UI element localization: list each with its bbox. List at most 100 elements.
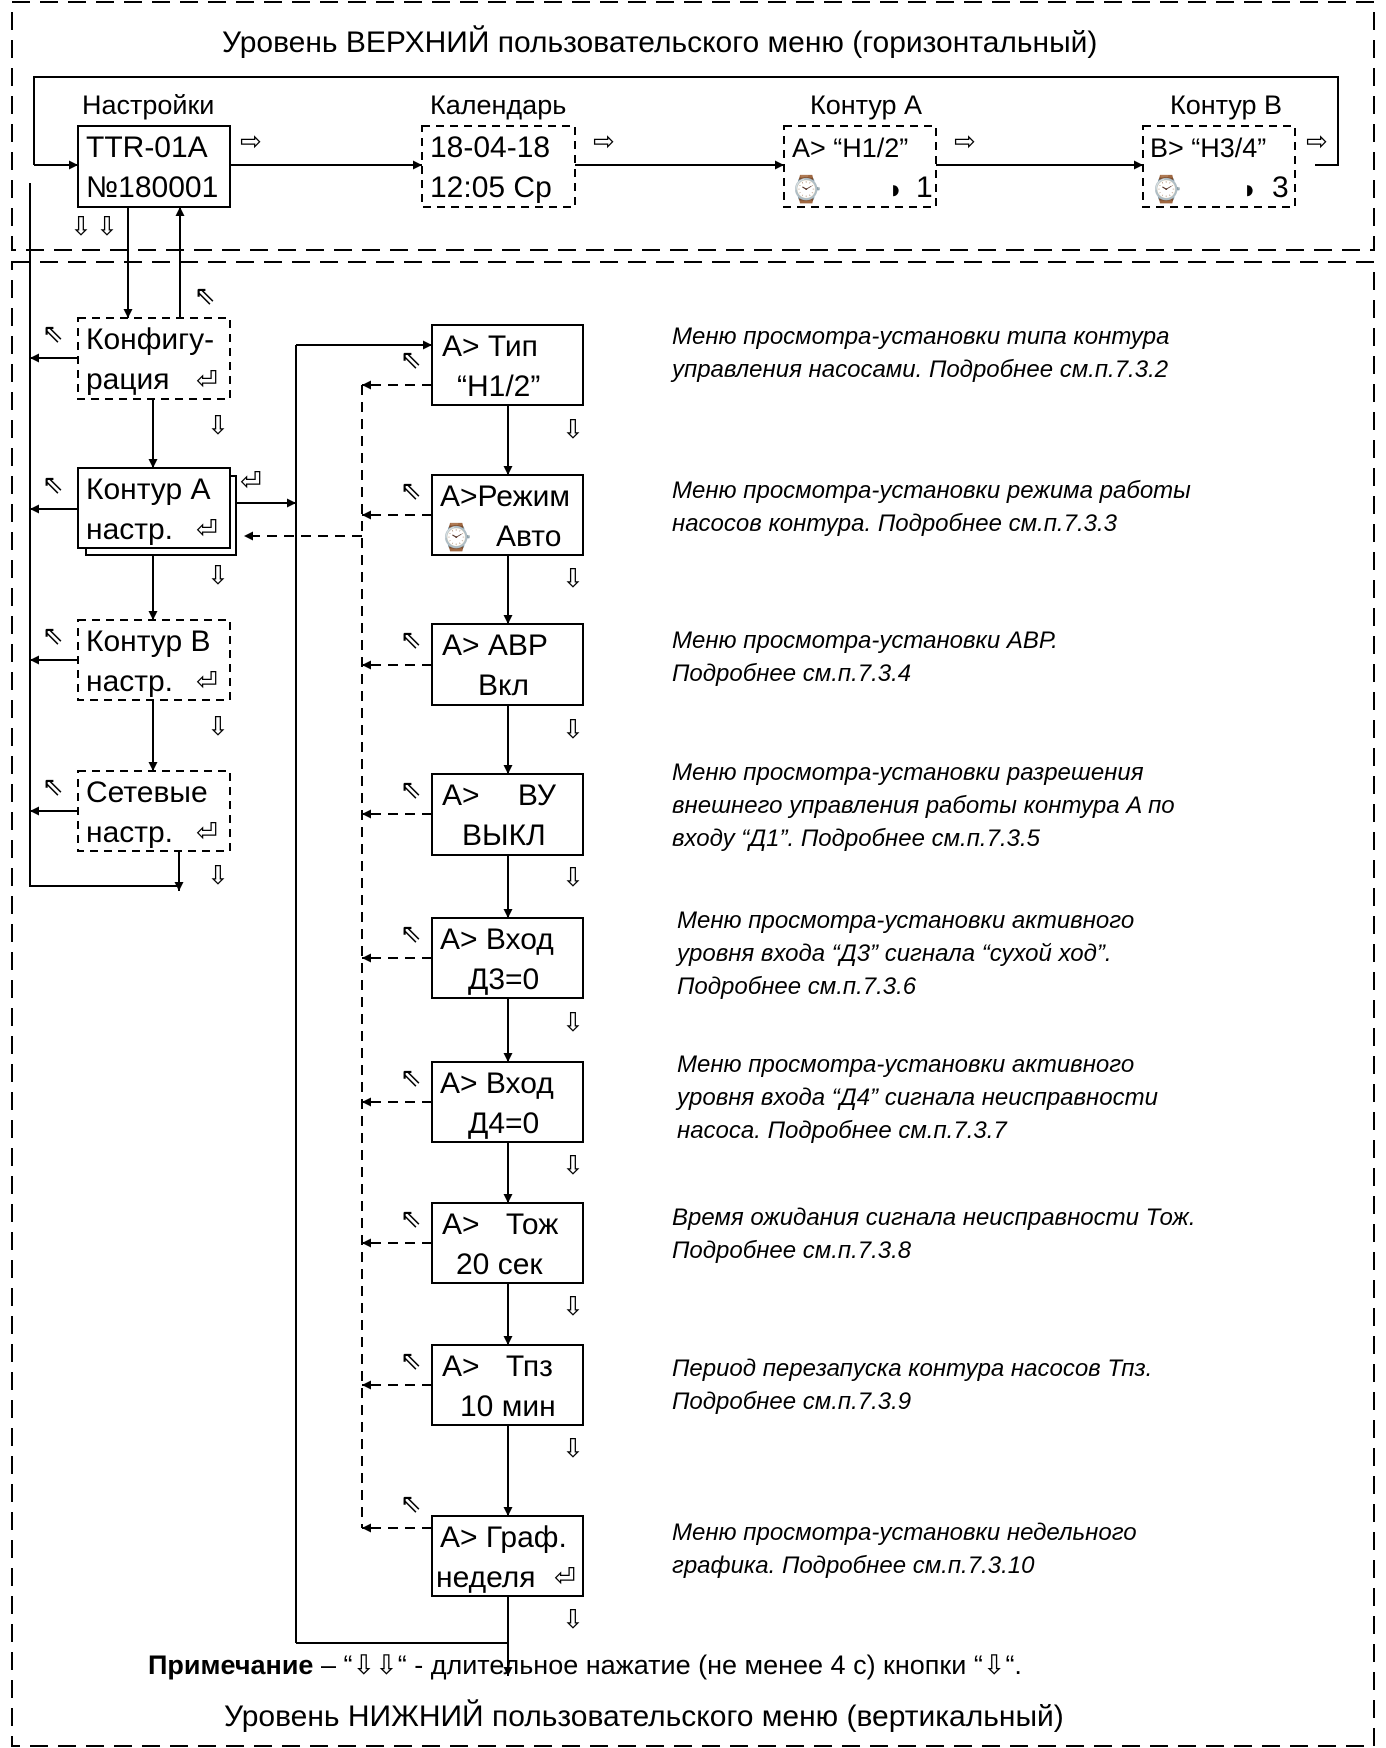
contour-a-label: Контур А — [810, 90, 923, 120]
back-arrow-icon: ⇖ — [400, 475, 422, 505]
lower-level-title: Уровень НИЖНИЙ пользовательского меню (в… — [224, 1700, 1064, 1733]
mode-line2[interactable]: Авто — [496, 520, 562, 553]
back-arrow-icon: ⇖ — [400, 624, 422, 654]
calendar-line1[interactable]: 18-04-18 — [430, 131, 551, 164]
footnote-label: Примечание — [148, 1650, 314, 1680]
down-arrow-icon: ⇩ — [562, 1433, 584, 1463]
back-arrow-icon: ⇖ — [42, 318, 64, 348]
schedule-line2[interactable]: неделя — [436, 1561, 536, 1594]
contour-b-box — [1142, 125, 1296, 208]
enter-icon: ⏎ — [554, 1562, 576, 1592]
down-arrow-icon: ⇩ — [352, 1650, 376, 1680]
tozh-line2[interactable]: 20 сек — [456, 1248, 543, 1281]
schedule-line1[interactable]: A> Граф. — [440, 1521, 567, 1554]
contour-b-settings-line1[interactable]: Контур В — [86, 625, 211, 658]
vu-line2[interactable]: ВЫКЛ — [462, 819, 546, 852]
right-arrow-icon: ⇨ — [593, 126, 615, 156]
footnote-text: – “ — [313, 1650, 353, 1680]
contour-a-settings-line1[interactable]: Контур А — [86, 473, 211, 506]
down-arrow-icon: ⇩ — [562, 414, 584, 444]
lower-level-frame — [11, 261, 1375, 1747]
down-arrow-icon: ⇩ — [207, 860, 229, 890]
right-arrow-icon: ⇨ — [954, 126, 976, 156]
back-arrow-icon: ⇖ — [400, 918, 422, 948]
enter-icon: ⏎ — [196, 817, 218, 847]
enter-icon: ⏎ — [196, 666, 218, 696]
down-arrow-icon: ⇩ — [375, 1650, 398, 1680]
back-arrow-icon: ⇖ — [400, 1062, 422, 1092]
back-arrow-icon: ⇖ — [194, 280, 216, 310]
input-d3-line1[interactable]: A> Вход — [440, 923, 554, 956]
calendar-box — [421, 125, 576, 208]
back-arrow-icon: ⇖ — [400, 774, 422, 804]
network-settings-line2[interactable]: настр. — [86, 816, 174, 849]
clock-icon: ⌚ — [790, 174, 823, 204]
contour-b-settings-line2[interactable]: настр. — [86, 665, 174, 698]
avr-line2[interactable]: Вкл — [478, 669, 529, 702]
right-arrow-icon: ⇨ — [1306, 126, 1328, 156]
back-arrow-icon: ⇖ — [400, 1203, 422, 1233]
settings-box — [77, 125, 231, 208]
contour-a-box — [783, 125, 937, 208]
down-arrow-icon: ⇩ — [207, 560, 229, 590]
upper-level-title: Уровень ВЕРХНИЙ пользовательского меню (… — [222, 26, 1098, 59]
tpz-line1[interactable]: A> Тпз — [442, 1350, 553, 1383]
down-arrow-icon: ⇩ — [70, 211, 92, 241]
contour-b-line1[interactable]: B> “H3/4” — [1150, 133, 1267, 163]
enter-icon: ⏎ — [196, 514, 218, 544]
contour-a-settings-line2[interactable]: настр. — [86, 513, 174, 546]
footnote-text: “. — [1005, 1650, 1022, 1680]
back-arrow-icon: ⇖ — [42, 771, 64, 801]
back-arrow-icon: ⇖ — [42, 469, 64, 499]
tozh-line1[interactable]: A> Тож — [442, 1208, 559, 1241]
down-arrow-icon: ⇩ — [562, 1604, 584, 1634]
clock-icon: ⌚ — [440, 522, 473, 552]
type-line2[interactable]: “H1/2” — [457, 370, 541, 403]
footnote: Примечание – “⇩⇩“ - длительное нажатие (… — [148, 1652, 1022, 1679]
contour-b-pump-count: 3 — [1272, 171, 1289, 204]
back-arrow-icon: ⇖ — [42, 620, 64, 650]
down-arrow-icon: ⇩ — [562, 1291, 584, 1321]
mode-line1[interactable]: A>Режим — [440, 480, 571, 513]
down-arrow-icon: ⇩ — [562, 563, 584, 593]
desc-avr: Меню просмотра-установки АВР.Подробнее с… — [672, 627, 1058, 687]
back-arrow-icon: ⇖ — [400, 344, 422, 374]
clock-icon: ⌚ — [1150, 174, 1183, 204]
settings-line2[interactable]: №180001 — [86, 171, 219, 204]
right-arrow-icon: ⇨ — [240, 126, 262, 156]
down-arrow-icon: ⇩ — [562, 714, 584, 744]
down-arrow-icon: ⇩ — [96, 211, 118, 241]
tpz-line2[interactable]: 10 мин — [460, 1390, 556, 1423]
calendar-label: Календарь — [430, 90, 567, 120]
input-d4-line2[interactable]: Д4=0 — [468, 1107, 540, 1140]
config-line1[interactable]: Конфигу- — [86, 323, 215, 356]
input-d3-line2[interactable]: Д3=0 — [468, 963, 540, 996]
contour-a-line1[interactable]: A> “H1/2” — [792, 133, 909, 163]
enter-icon: ⏎ — [240, 466, 262, 496]
pump-icon: ◗ — [888, 174, 904, 204]
upper-level-frame — [11, 1, 1375, 251]
settings-label: Настройки — [82, 90, 215, 120]
settings-line1[interactable]: TTR-01A — [86, 131, 208, 164]
desc-tpz: Период перезапуска контура насосов Тпз.П… — [672, 1355, 1153, 1415]
input-d4-line1[interactable]: A> Вход — [440, 1067, 554, 1100]
footnote-text: “ - длительное нажатие (не менее 4 с) кн… — [397, 1650, 983, 1680]
down-arrow-icon: ⇩ — [207, 410, 229, 440]
pump-icon: ◗ — [1242, 174, 1258, 204]
back-arrow-icon: ⇖ — [400, 1488, 422, 1518]
contour-a-pump-count: 1 — [916, 171, 933, 204]
network-settings-line1[interactable]: Сетевые — [86, 776, 208, 809]
contour-b-label: Контур В — [1170, 90, 1283, 120]
type-line1[interactable]: A> Тип — [442, 330, 538, 363]
vu-line1[interactable]: A> ВУ — [442, 779, 556, 812]
down-arrow-icon: ⇩ — [207, 711, 229, 741]
avr-line1[interactable]: A> АВР — [442, 629, 548, 662]
config-line2[interactable]: рация — [86, 363, 170, 396]
calendar-line2[interactable]: 12:05 Ср — [430, 171, 552, 204]
